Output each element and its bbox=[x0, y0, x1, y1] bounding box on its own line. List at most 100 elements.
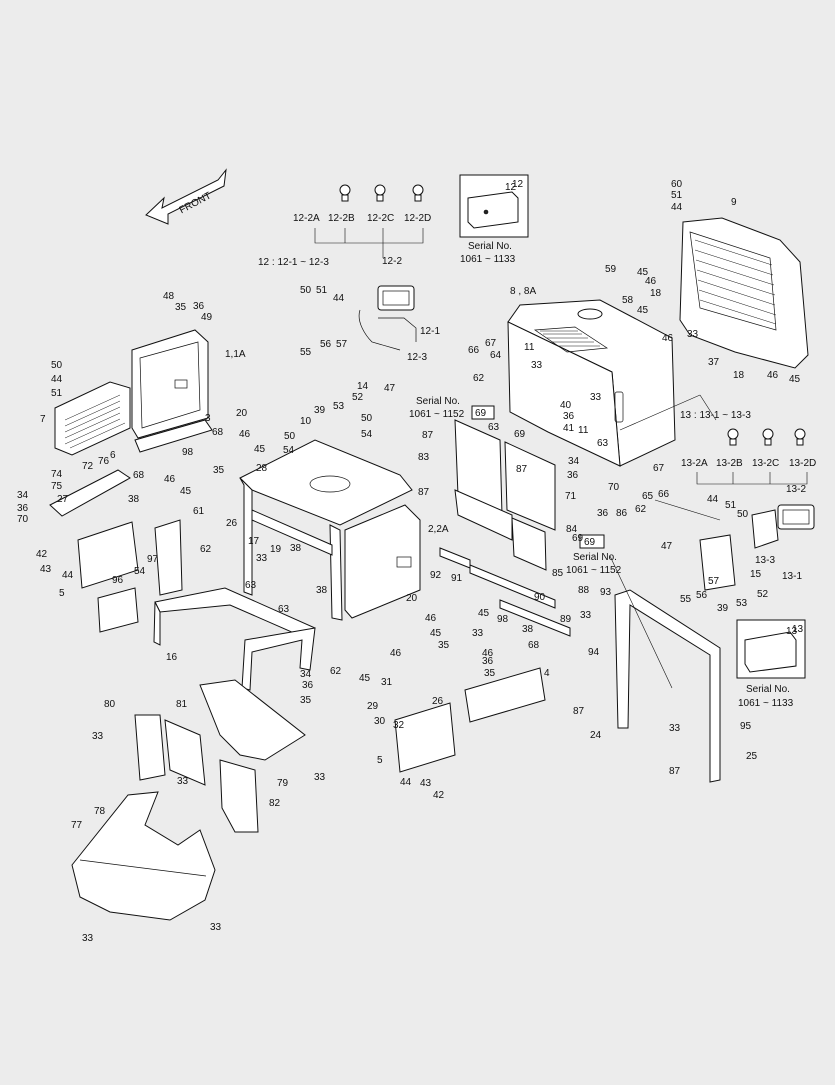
part-number-label: 38 bbox=[522, 624, 534, 635]
part-number-label: 28 bbox=[256, 463, 268, 474]
part-number-label: 38 bbox=[128, 494, 140, 505]
part-number-label: 26 bbox=[226, 518, 238, 529]
part-number-label: 82 bbox=[269, 798, 281, 809]
part-number-label: 91 bbox=[451, 573, 463, 584]
part-number-label: 72 bbox=[82, 461, 94, 472]
part-number-label: 63 bbox=[597, 438, 609, 449]
part-number-label: 12-3 bbox=[407, 352, 427, 363]
part-number-label: 57 bbox=[708, 576, 720, 587]
part-number-label: 35 bbox=[175, 302, 187, 313]
lower-frame-16 bbox=[153, 587, 316, 691]
part-number-label: 50 bbox=[284, 431, 296, 442]
svg-text:13: 13 bbox=[786, 626, 798, 637]
bulb-icon bbox=[794, 428, 806, 446]
bulb-icon bbox=[727, 428, 739, 446]
part-number-label: 33 bbox=[472, 628, 484, 639]
part-number-label: 45 bbox=[637, 267, 649, 278]
part-number-label: 18 bbox=[650, 288, 662, 299]
svg-text:13-2C: 13-2C bbox=[752, 458, 779, 469]
part-number-label: 45 bbox=[430, 628, 442, 639]
part-number-label: 92 bbox=[430, 570, 442, 581]
grille-7 bbox=[54, 381, 131, 456]
part-number-label: 98 bbox=[497, 614, 509, 625]
part-number-label: 51 bbox=[316, 285, 328, 296]
part-number-label: 64 bbox=[490, 350, 502, 361]
bulb-label: 12-2C bbox=[367, 213, 394, 224]
svg-text:69: 69 bbox=[475, 408, 487, 419]
part-number-label: 45 bbox=[789, 374, 801, 385]
bracket-61 bbox=[154, 519, 183, 596]
part-number-label: 45 bbox=[478, 608, 490, 619]
part-number-label: 90 bbox=[534, 592, 546, 603]
part-number-label: 46 bbox=[767, 370, 779, 381]
part-number-label: 37 bbox=[708, 357, 720, 368]
part-number-label: 14 bbox=[357, 381, 369, 392]
svg-text:12: 12 bbox=[505, 182, 517, 193]
part-number-label: 60 bbox=[671, 179, 683, 190]
part-number-label: 2,2A bbox=[428, 524, 449, 535]
part-number-label: 47 bbox=[384, 383, 396, 394]
part-number-label: 50 bbox=[300, 285, 312, 296]
lamp-13 bbox=[699, 504, 815, 591]
part-number-label: 87 bbox=[516, 464, 528, 475]
part-number-label: 13-2 bbox=[786, 484, 806, 495]
part-number-label: 53 bbox=[333, 401, 345, 412]
part-number-label: 68 bbox=[528, 640, 540, 651]
bulb-label: 12-2D bbox=[404, 213, 431, 224]
part-number-label: 59 bbox=[605, 264, 617, 275]
part-number-label: 27 bbox=[57, 494, 69, 505]
part-number-label: 33 bbox=[669, 723, 681, 734]
part-number-label: 46 bbox=[164, 474, 176, 485]
part-number-label: 43 bbox=[40, 564, 52, 575]
part-number-label: 33 bbox=[92, 731, 104, 742]
part-number-label: 39 bbox=[717, 603, 729, 614]
part-number-label: 44 bbox=[671, 202, 683, 213]
part-number-label: 98 bbox=[182, 447, 194, 458]
part-number-label: 41 bbox=[563, 423, 575, 434]
part-number-label: 31 bbox=[381, 677, 393, 688]
part-number-label: 46 bbox=[425, 613, 437, 624]
part-number-label: 79 bbox=[277, 778, 289, 789]
part-number-label: 62 bbox=[473, 373, 485, 384]
part-number-label: 66 bbox=[658, 489, 670, 500]
part-number-label: 81 bbox=[176, 699, 188, 710]
part-number-label: 85 bbox=[552, 568, 564, 579]
svg-text:Serial No.: Serial No. bbox=[573, 552, 617, 563]
part-number-label: 66 bbox=[468, 345, 480, 356]
bulb-icon bbox=[762, 428, 774, 446]
part-number-label: 33 bbox=[687, 329, 699, 340]
part-number-label: 20 bbox=[406, 593, 418, 604]
cover-2 bbox=[344, 504, 421, 619]
part-number-label: 67 bbox=[653, 463, 665, 474]
part-number-label: 68 bbox=[133, 470, 145, 481]
part-number-label: 50 bbox=[51, 360, 63, 371]
part-number-label: 36 bbox=[302, 680, 314, 691]
part-number-label: 44 bbox=[62, 570, 74, 581]
part-number-label: 40 bbox=[560, 400, 572, 411]
part-number-label: 44 bbox=[400, 777, 412, 788]
part-number-label: 11 bbox=[524, 342, 535, 353]
part-number-label: 57 bbox=[336, 339, 348, 350]
svg-text:Serial No.: Serial No. bbox=[468, 241, 512, 252]
part-number-label: 69 bbox=[572, 533, 584, 544]
svg-text:1061 ~ 1152: 1061 ~ 1152 bbox=[566, 565, 622, 576]
part-number-label: 33 bbox=[177, 776, 189, 787]
part-number-label: 35 bbox=[438, 640, 450, 651]
part-number-label: 46 bbox=[482, 648, 494, 659]
part-number-label: 83 bbox=[418, 452, 430, 463]
part-number-label: 95 bbox=[740, 721, 752, 732]
svg-text:13-2B: 13-2B bbox=[716, 458, 743, 469]
bulb-label: 12-2A bbox=[293, 213, 320, 224]
part-number-label: 67 bbox=[485, 338, 497, 349]
box-96 bbox=[97, 587, 139, 633]
bulbs-12: 12-2A 12-2B 12-2C 12-2D 12 : 12-1 ~ 12-3 bbox=[258, 184, 431, 268]
part-number-label: 44 bbox=[333, 293, 345, 304]
part-number-label: 33 bbox=[580, 610, 592, 621]
part-number-label: 44 bbox=[51, 374, 63, 385]
svg-text:1061 ~ 1152: 1061 ~ 1152 bbox=[409, 409, 465, 420]
part-number-label: 62 bbox=[330, 666, 342, 677]
handrail-93 bbox=[614, 589, 721, 783]
part-number-label: 44 bbox=[707, 494, 719, 505]
part-number-label: 93 bbox=[600, 587, 612, 598]
